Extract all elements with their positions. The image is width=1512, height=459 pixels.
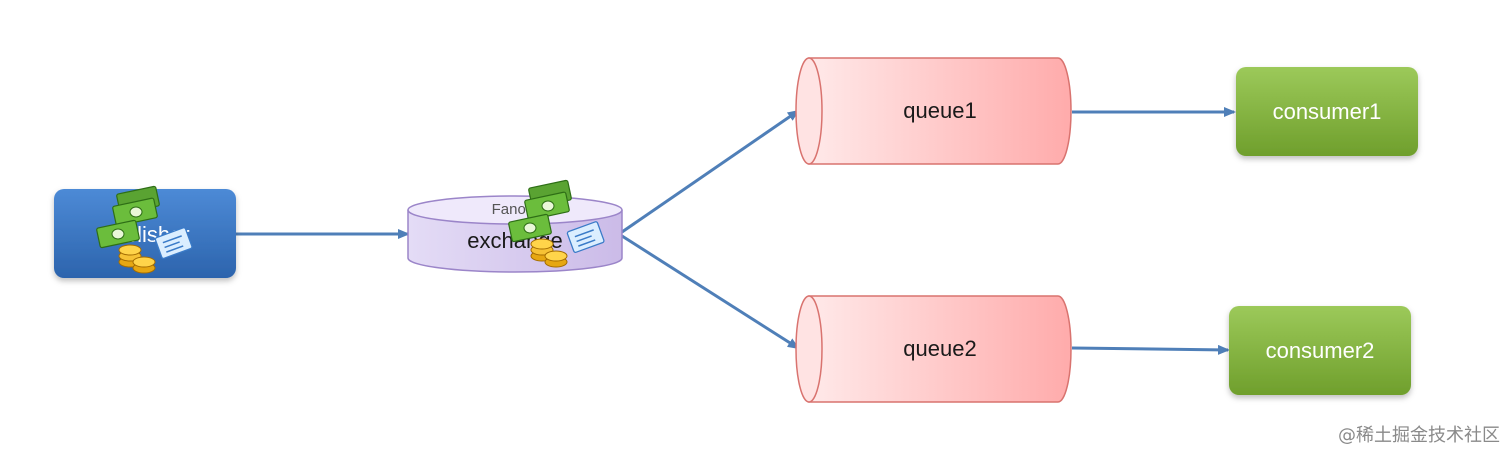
queue1-node: queue1 [795,57,1072,165]
consumer1-label: consumer1 [1273,99,1382,124]
queue2-node: queue2 [795,295,1072,403]
edge-queue2-consumer2 [1071,344,1230,355]
edges [236,107,1236,355]
consumer2-label: consumer2 [1266,338,1375,363]
publisher-node: publisher [54,185,236,278]
queue2-label: queue2 [903,336,976,361]
edge-exchange-queue2 [621,234,800,350]
queue1-label: queue1 [903,98,976,123]
consumer1-node: consumer1 [1236,67,1418,156]
consumer2-node: consumer2 [1229,306,1411,395]
watermark: @稀土掘金技术社区 [1338,425,1500,446]
exchange-node: Fanout exchange [407,179,623,273]
edge-exchange-queue1 [621,109,800,234]
